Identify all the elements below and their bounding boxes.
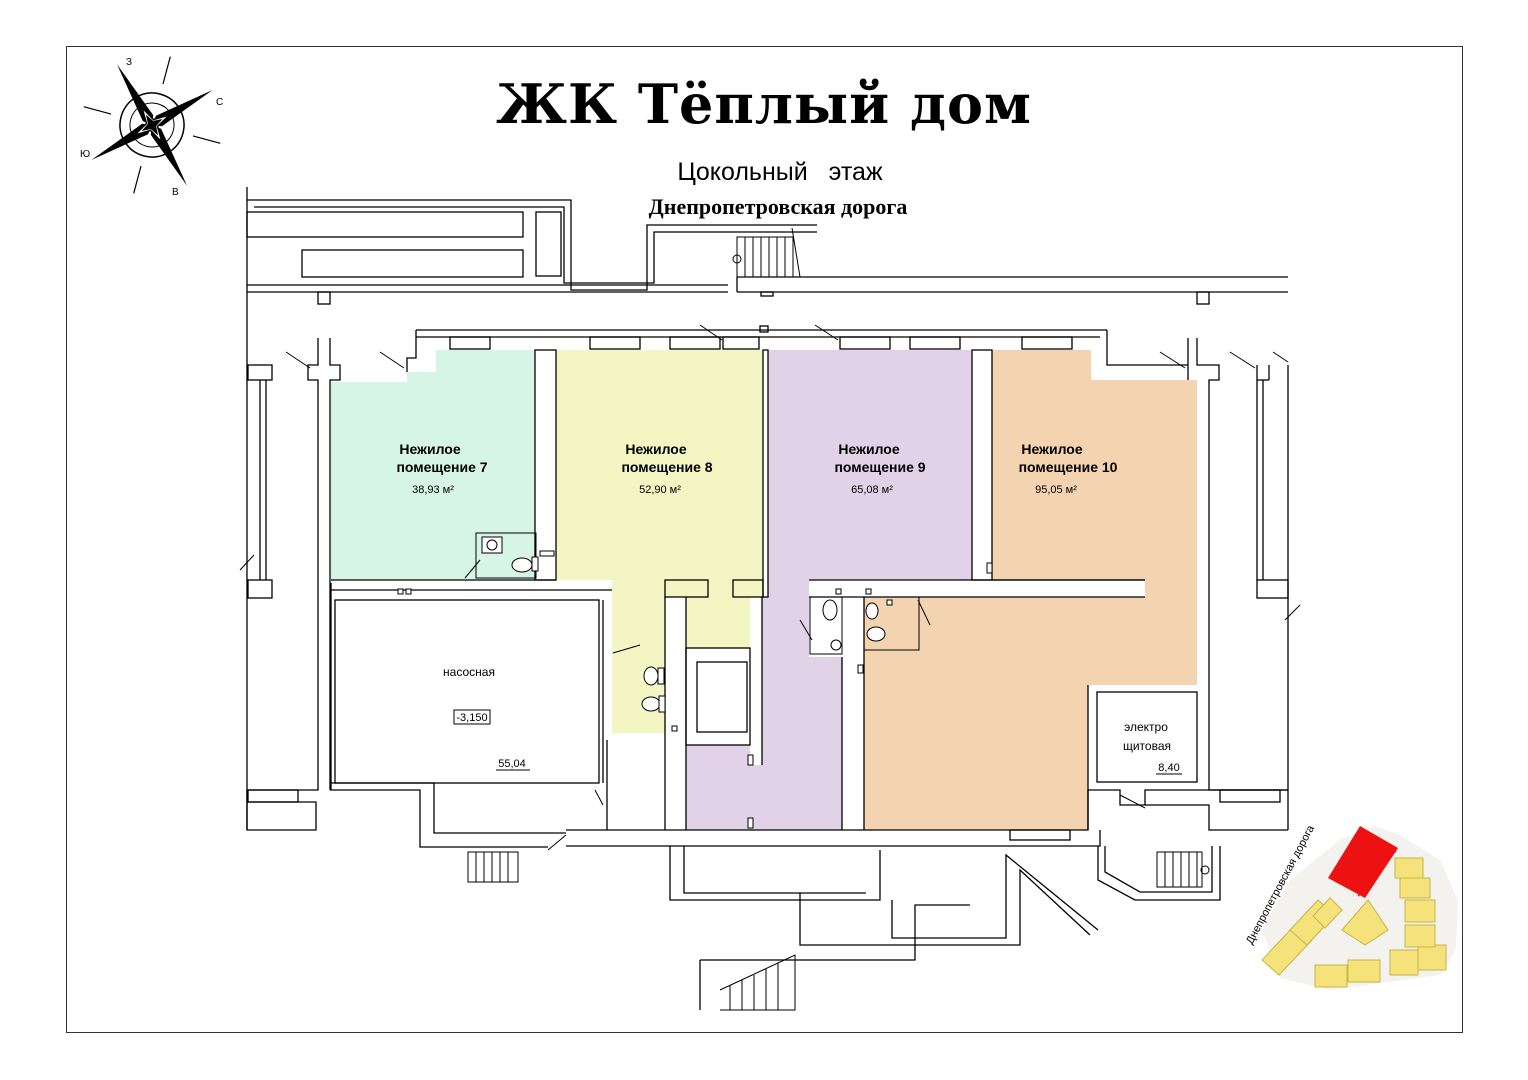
minimap-highlight	[1328, 826, 1398, 898]
minimap-buildings	[1261, 857, 1447, 988]
room-9-label: Нежилое помещение 9 65,08 м²	[834, 441, 925, 496]
compass-north-label: С	[216, 97, 223, 108]
pump-room-name: насосная	[443, 665, 495, 679]
page-title: ЖК Тёплый дом	[496, 72, 1032, 136]
pump-room-level: -3,150	[456, 712, 487, 724]
room-10-label: Нежилое помещение 10 95,05 м²	[1019, 441, 1118, 496]
staircases	[467, 227, 1210, 1011]
compass-rose-icon: З С В Ю	[80, 56, 223, 198]
walls	[246, 187, 1289, 1010]
svg-text:Нежилое: Нежилое	[625, 441, 687, 457]
pump-level-box	[453, 709, 491, 725]
electro-room-area: 8,40	[1158, 762, 1179, 774]
svg-text:Нежилое: Нежилое	[838, 441, 900, 457]
electro-room-line2: щитовая	[1123, 739, 1171, 753]
site-minimap: Днепропетровская дорога	[1244, 823, 1458, 990]
compass-south-label: Ю	[80, 149, 90, 160]
room-8-area	[556, 350, 763, 733]
drawing-frame	[66, 46, 1463, 1033]
svg-text:38,93 м²: 38,93 м²	[412, 484, 454, 496]
room-7-label: Нежилое помещение 7 38,93 м²	[396, 441, 487, 496]
svg-text:Нежилое: Нежилое	[1021, 441, 1083, 457]
svg-text:65,08 м²: 65,08 м²	[851, 484, 893, 496]
svg-text:помещение 9: помещение 9	[834, 459, 925, 475]
pump-room-area: 55,04	[498, 758, 526, 770]
room-7-area	[331, 350, 535, 580]
floor-name: Цокольный этаж	[677, 158, 883, 186]
svg-text:помещение 8: помещение 8	[621, 459, 712, 475]
minimap-entrance-arrows	[1354, 841, 1397, 897]
svg-text:помещение 10: помещение 10	[1019, 459, 1118, 475]
svg-text:помещение 7: помещение 7	[396, 459, 487, 475]
compass-east-label: В	[172, 187, 179, 198]
electro-room-line1: электро	[1124, 720, 1168, 734]
svg-text:52,90 м²: 52,90 м²	[639, 484, 681, 496]
compass-west-label: З	[126, 57, 132, 68]
street-name: Днепропетровская дорога	[648, 194, 908, 219]
plumbing-fixtures	[397, 532, 993, 829]
svg-text:Нежилое: Нежилое	[399, 441, 461, 457]
svg-text:95,05 м²: 95,05 м²	[1035, 484, 1077, 496]
room-9-area	[686, 350, 972, 830]
room-8-label: Нежилое помещение 8 52,90 м²	[621, 441, 712, 496]
doors	[239, 324, 1301, 851]
room-10-area	[864, 350, 1197, 830]
